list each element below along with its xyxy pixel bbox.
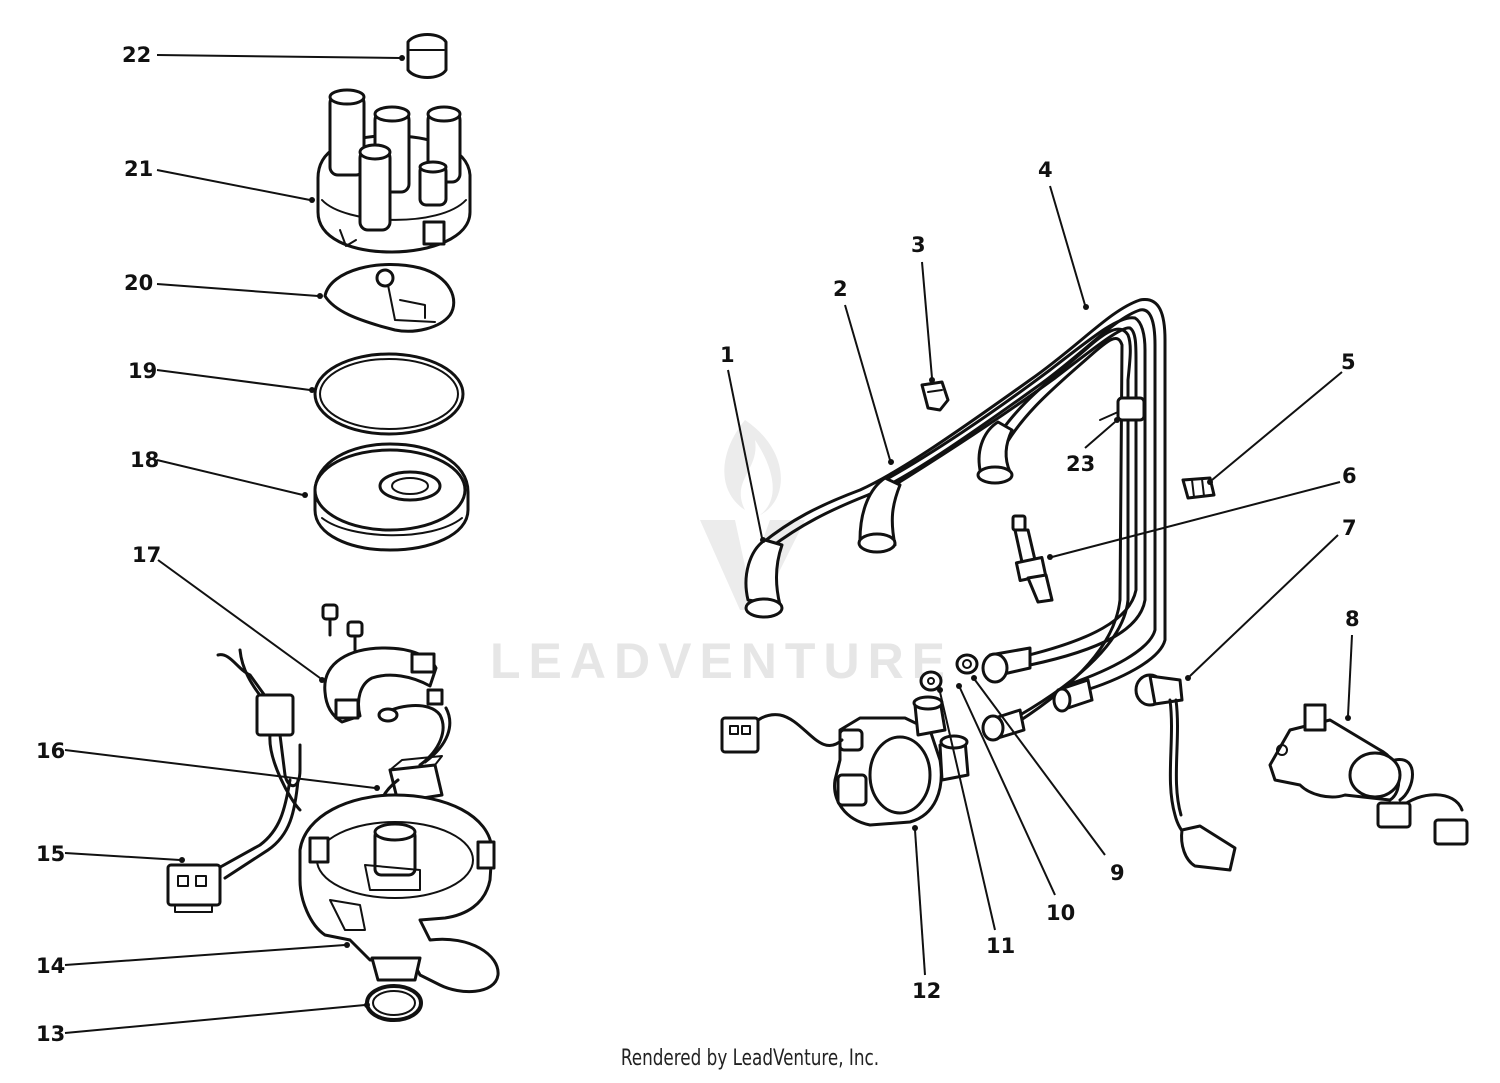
callout-10: 10 xyxy=(1046,901,1075,925)
part-2-plug-boot xyxy=(857,476,902,554)
part-17-pickup-coil xyxy=(321,603,438,724)
callout-12: 12 xyxy=(912,979,941,1003)
part-14-distributor-housing xyxy=(298,793,500,994)
callout-9: 9 xyxy=(1110,861,1125,885)
part-3-wire-clip xyxy=(920,380,950,412)
part-18-dust-cover xyxy=(313,442,470,552)
callout-19: 19 xyxy=(128,359,157,383)
part-19-o-ring xyxy=(313,352,465,436)
part-12-distributor-assembly xyxy=(720,695,970,827)
part-20-rotor xyxy=(323,263,456,333)
part-21-distributor-cap xyxy=(316,88,472,254)
callout-21: 21 xyxy=(124,157,153,181)
callout-6: 6 xyxy=(1342,464,1357,488)
part-16-igniter-module xyxy=(216,648,452,812)
callout-23: 23 xyxy=(1066,452,1095,476)
callout-17: 17 xyxy=(132,543,161,567)
part-6-spark-plug xyxy=(1011,514,1054,604)
callout-7: 7 xyxy=(1342,516,1357,540)
callout-14: 14 xyxy=(36,954,65,978)
callout-15: 15 xyxy=(36,842,65,866)
callout-13: 13 xyxy=(36,1022,65,1046)
plug-boot-3 xyxy=(976,420,1014,485)
part-8-ignition-coil xyxy=(1268,703,1469,846)
callout-5: 5 xyxy=(1341,350,1356,374)
part-5-wire-clip xyxy=(1181,476,1216,500)
callout-22: 22 xyxy=(122,43,151,67)
callout-11: 11 xyxy=(986,934,1015,958)
watermark: LEADVENTURE xyxy=(490,633,954,689)
part-1-plug-boot xyxy=(744,538,784,619)
callout-2: 2 xyxy=(833,277,848,301)
part-11-washer xyxy=(919,670,943,692)
leader-lines xyxy=(64,54,1353,1034)
callout-18: 18 xyxy=(130,448,159,472)
callout-3: 3 xyxy=(911,233,926,257)
part-22-terminal-cap xyxy=(406,33,448,79)
callout-16: 16 xyxy=(36,739,65,763)
part-13-o-ring xyxy=(365,984,423,1022)
part-10-grommet xyxy=(955,653,979,675)
footer-credit: Rendered by LeadVenture, Inc. xyxy=(620,1046,880,1071)
lead-sleeves xyxy=(981,678,1094,742)
callout-1: 1 xyxy=(720,343,735,367)
callout-4: 4 xyxy=(1038,158,1053,182)
callout-20: 20 xyxy=(124,271,153,295)
part-7-coil-lead xyxy=(1134,673,1237,872)
callout-8: 8 xyxy=(1345,607,1360,631)
callout-labels: 22 21 20 19 18 17 16 15 14 13 1 2 3 4 5 … xyxy=(36,43,1360,1046)
part-15-connector xyxy=(166,778,300,913)
part-4-plug-wire-set xyxy=(758,298,1167,724)
part-9-seal xyxy=(981,646,1032,684)
